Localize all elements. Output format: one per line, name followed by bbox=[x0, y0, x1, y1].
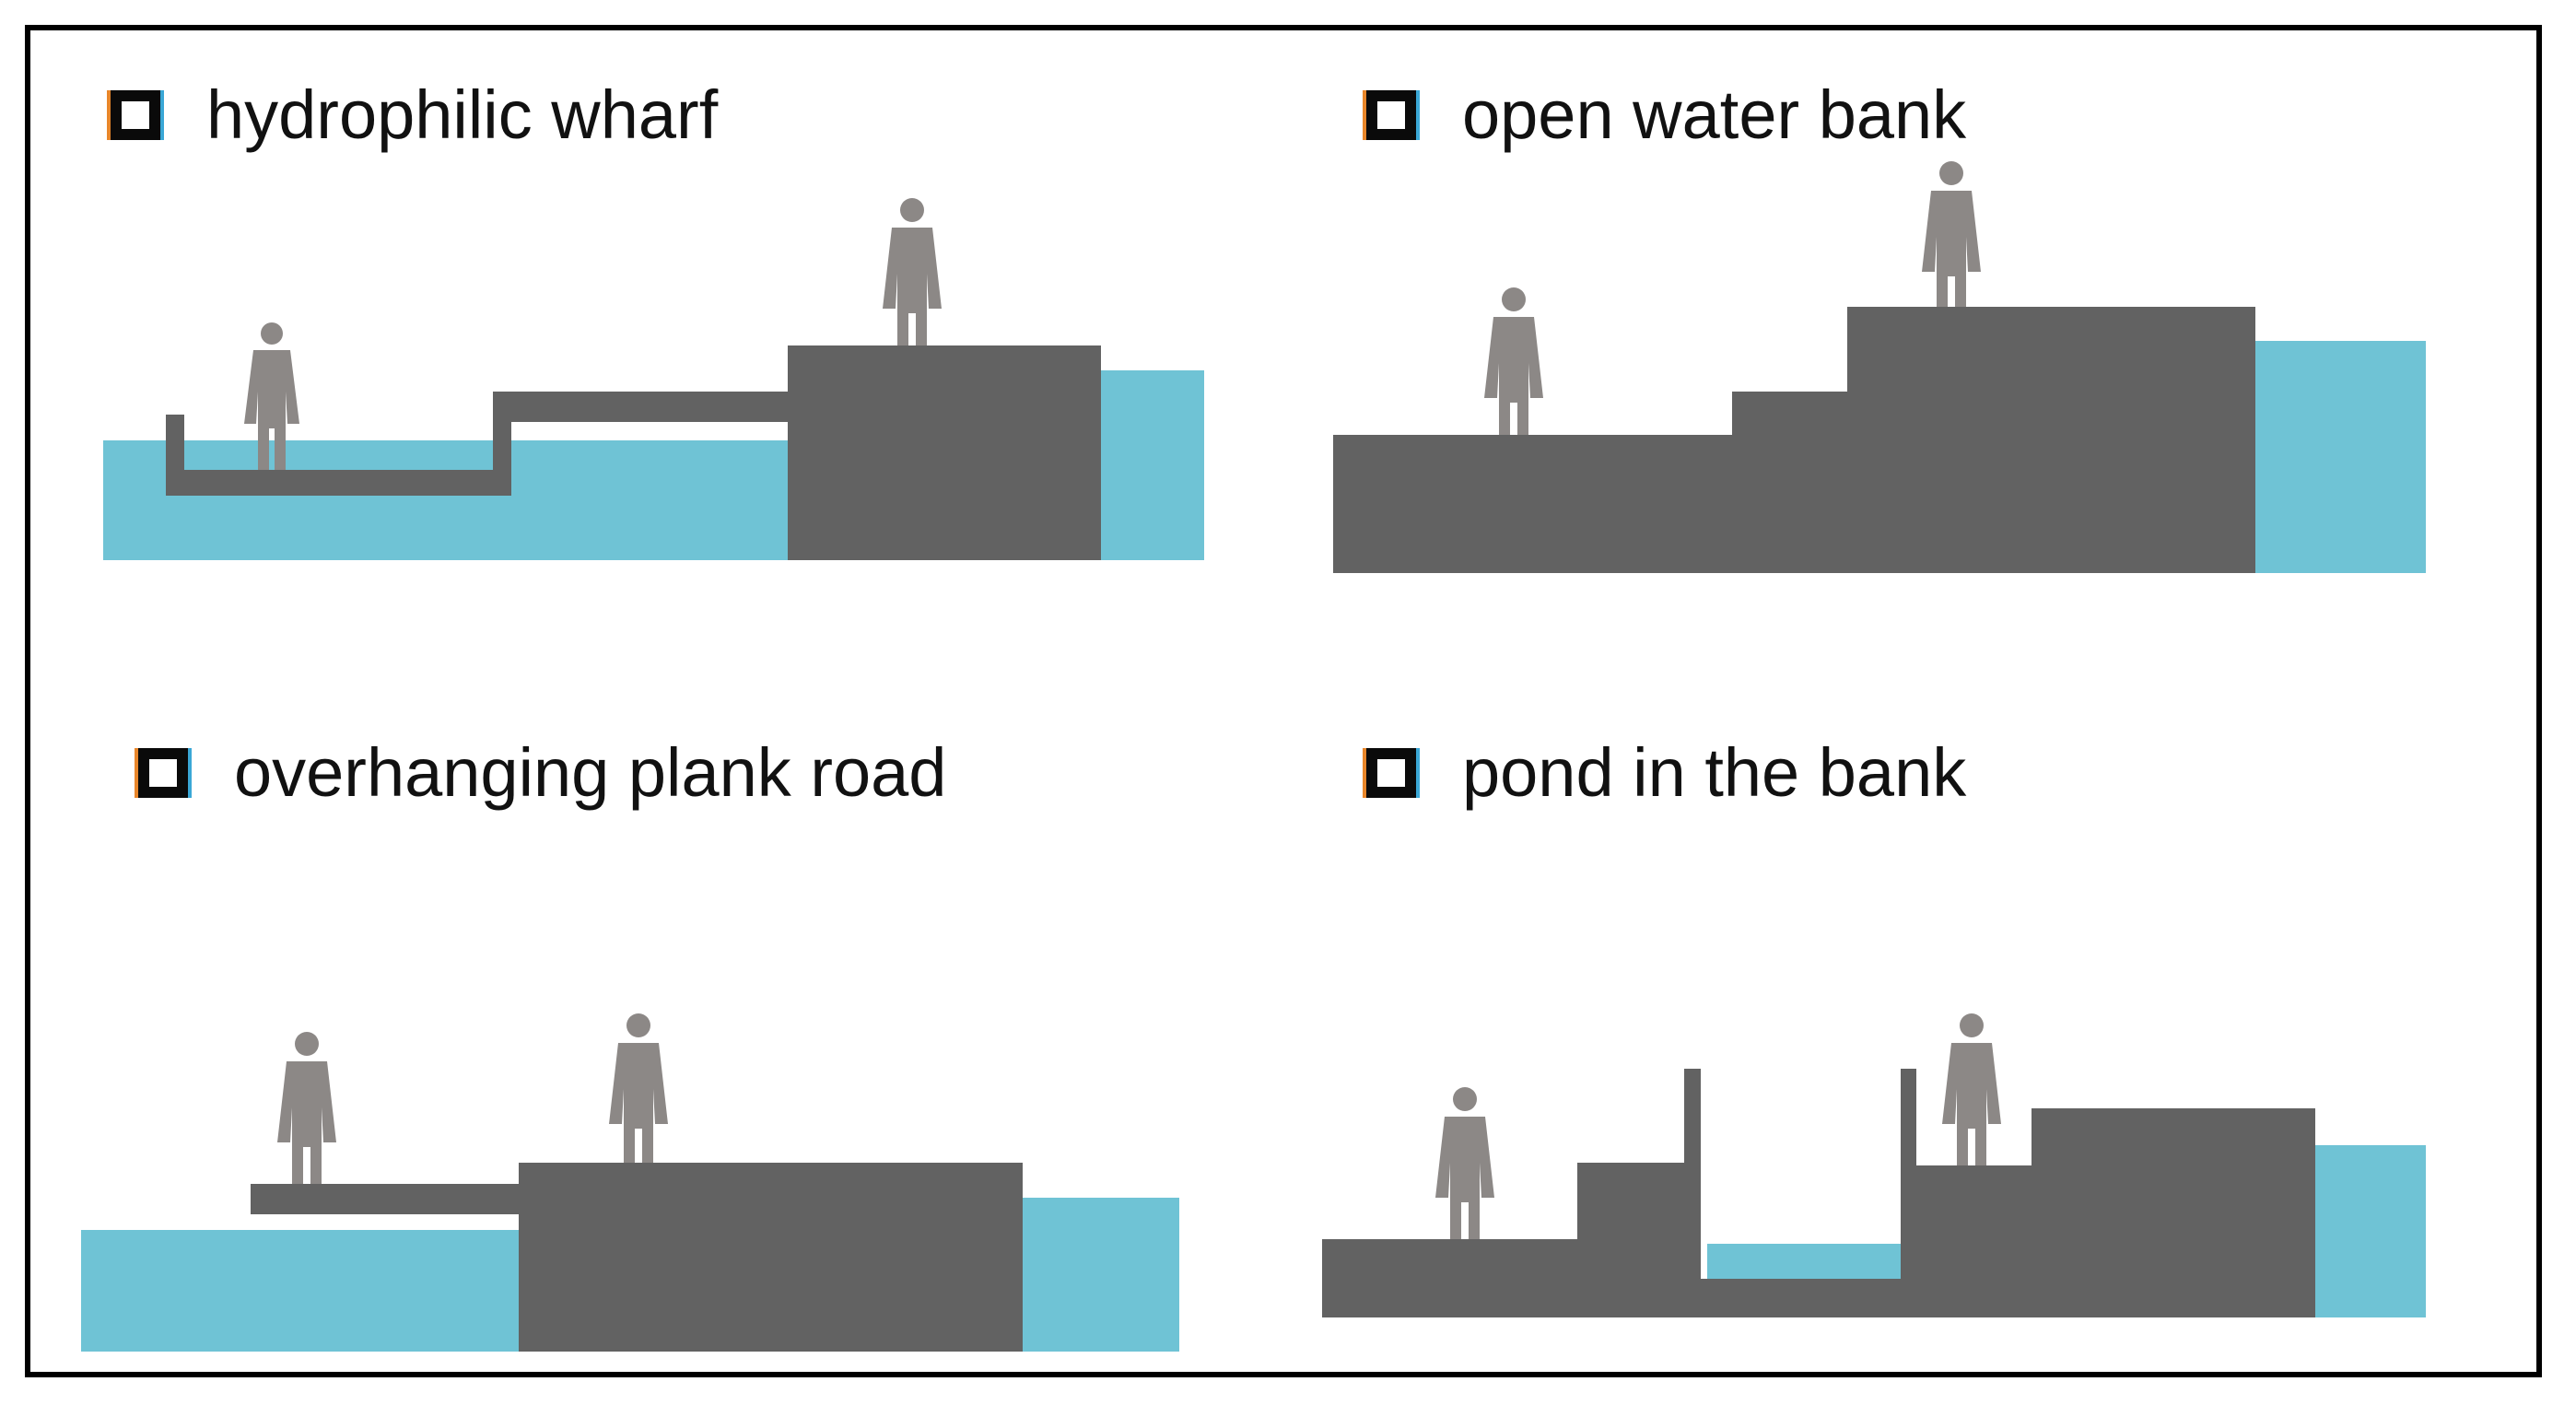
panel-title-text: overhanging plank road bbox=[234, 734, 947, 811]
panel-title-pond-in-the-bank: pond in the bank bbox=[1366, 733, 1966, 812]
water-body bbox=[103, 440, 790, 560]
panel-title-text: pond in the bank bbox=[1462, 734, 1967, 811]
water-body bbox=[1101, 370, 1204, 560]
checkbox-icon bbox=[138, 747, 188, 798]
water-body bbox=[1023, 1198, 1179, 1352]
pond-water bbox=[1707, 1244, 1901, 1279]
person-icon bbox=[1435, 1087, 1494, 1239]
panel-title-open-water-bank: open water bank bbox=[1366, 76, 1966, 154]
panel-title-text: open water bank bbox=[1462, 76, 1967, 153]
water-body bbox=[81, 1230, 519, 1352]
person-icon bbox=[277, 1032, 336, 1184]
checkbox-icon bbox=[1366, 89, 1416, 140]
person-icon bbox=[1484, 287, 1543, 435]
person-icon bbox=[244, 322, 299, 470]
person-icon bbox=[1922, 161, 1981, 307]
stepped-bank bbox=[1333, 307, 2255, 573]
water-body bbox=[2315, 1145, 2426, 1317]
pond-bank-structure bbox=[1322, 1069, 2315, 1317]
wharf-structure bbox=[166, 345, 1101, 560]
water-body bbox=[2255, 341, 2426, 573]
panel-title-hydrophilic-wharf: hydrophilic wharf bbox=[111, 76, 718, 154]
plank-road-structure bbox=[251, 1163, 1023, 1352]
panel-title-text: hydrophilic wharf bbox=[206, 76, 719, 153]
panel-title-overhanging-plank-road: overhanging plank road bbox=[138, 733, 946, 812]
checkbox-icon bbox=[111, 89, 160, 140]
person-icon bbox=[1942, 1013, 2001, 1165]
person-icon bbox=[609, 1013, 668, 1163]
person-icon bbox=[883, 198, 942, 345]
checkbox-icon bbox=[1366, 747, 1416, 798]
